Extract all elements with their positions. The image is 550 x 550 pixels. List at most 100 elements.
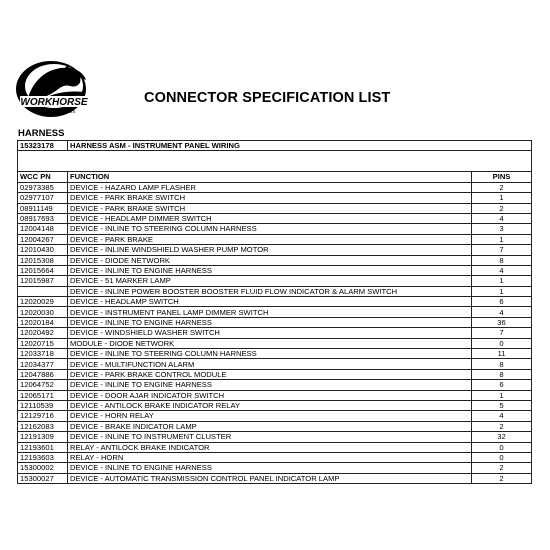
- cell-part-number: 12047886: [17, 368, 68, 381]
- cell-pins: 4: [470, 410, 533, 422]
- cell-pins: 0: [470, 451, 533, 464]
- cell-pins: 2: [470, 472, 533, 485]
- cell-part-number: 12065171: [17, 389, 68, 402]
- cell-part-number: 08911149: [17, 202, 68, 214]
- cell-function: RELAY - HORN: [67, 451, 472, 464]
- logo-subtext: CUSTOM CHASSIS: [32, 109, 75, 115]
- cell-function: DEVICE - INLINE TO ENGINE HARNESS: [67, 264, 472, 277]
- cell-pins: 2: [470, 202, 533, 214]
- cell-function: RELAY - ANTILOCK BRAKE INDICATOR: [67, 441, 472, 453]
- cell-function: DEVICE - AUTOMATIC TRANSMISSION CONTROL …: [67, 472, 472, 485]
- cell-pins: 1: [470, 233, 533, 246]
- cell-function: DEVICE - MULTIFUNCTION ALARM: [67, 358, 472, 370]
- column-header-pn: WCC PN: [17, 171, 68, 183]
- cell-pins: 6: [470, 379, 533, 391]
- connector-table: 15323178 HARNESS ASM - INSTRUMENT PANEL …: [16, 139, 533, 485]
- cell-function: DEVICE - INLINE TO ENGINE HARNESS: [67, 462, 472, 474]
- cell-function: DEVICE - BRAKE INDICATOR LAMP: [67, 420, 472, 433]
- cell-function: DEVICE - DIODE NETWORK: [67, 254, 472, 266]
- cell-part-number: 12033718: [17, 348, 68, 360]
- cell-function: DEVICE - WINDSHIELD WASHER SWITCH: [67, 327, 472, 339]
- cell-pins: 5: [470, 399, 533, 412]
- workhorse-logo: WORKHORSE CUSTOM CHASSIS: [16, 61, 88, 117]
- cell-part-number: 12020029: [17, 296, 68, 308]
- cell-function: MODULE - DIODE NETWORK: [67, 337, 472, 350]
- cell-function: DEVICE - INLINE TO STEERING COLUMN HARNE…: [67, 348, 472, 360]
- spacer-row: [16, 150, 533, 173]
- cell-function: DEVICE - INSTRUMENT PANEL LAMP DIMMER SW…: [67, 306, 472, 318]
- logo-wordmark: WORKHORSE: [20, 97, 88, 108]
- cell-pins: 4: [470, 212, 533, 225]
- cell-part-number: 12004267: [17, 233, 68, 246]
- cell-pins: 4: [470, 264, 533, 277]
- cell-part-number: 02977107: [17, 192, 68, 204]
- cell-pins: 32: [470, 431, 533, 443]
- cell-part-number: 12034377: [17, 358, 68, 370]
- cell-pins: 8: [470, 254, 533, 266]
- cell-function: DEVICE - PARK BRAKE SWITCH: [67, 202, 472, 214]
- cell-pins: 3: [470, 223, 533, 235]
- cell-pins: 1: [470, 285, 533, 298]
- cell-part-number: 12110539: [17, 399, 68, 412]
- harness-row: 15323178 HARNESS ASM - INSTRUMENT PANEL …: [17, 139, 533, 152]
- cell-part-number: 15300027: [17, 472, 68, 485]
- cell-function: DEVICE - PARK BRAKE: [67, 233, 472, 246]
- cell-part-number: 12015987: [17, 275, 68, 287]
- cell-function: DEVICE - 51 MARKER LAMP: [67, 275, 472, 287]
- cell-pins: 6: [470, 296, 533, 308]
- cell-pins: 2: [470, 420, 533, 433]
- cell-function: DEVICE - HORN RELAY: [67, 410, 472, 422]
- cell-pins: 1: [470, 192, 533, 204]
- cell-function: DEVICE - INLINE WINDSHIELD WASHER PUMP M…: [67, 244, 472, 256]
- harness-part-number: 15323178: [17, 139, 68, 152]
- cell-pins: 8: [470, 358, 533, 370]
- cell-function: DEVICE - INLINE TO ENGINE HARNESS: [67, 316, 472, 329]
- cell-part-number: 12020492: [17, 327, 68, 339]
- column-header-pins: PINS: [470, 171, 533, 183]
- cell-function: DEVICE - ANTILOCK BRAKE INDICATOR RELAY: [67, 399, 472, 412]
- cell-part-number: 12004148: [17, 223, 68, 235]
- cell-part-number: 12010430: [17, 244, 68, 256]
- cell-part-number: 12193603: [17, 451, 68, 464]
- cell-part-number: 12015308: [17, 254, 68, 266]
- cell-function: DEVICE - INLINE TO STEERING COLUMN HARNE…: [67, 223, 472, 235]
- cell-part-number: 15300002: [17, 462, 68, 474]
- cell-part-number: 12129716: [17, 410, 68, 422]
- cell-part-number: 12020715: [17, 337, 68, 350]
- cell-function: DEVICE - INLINE TO ENGINE HARNESS: [67, 379, 472, 391]
- cell-pins: 1: [470, 389, 533, 402]
- cell-pins: 1: [470, 275, 533, 287]
- cell-function: DEVICE - PARK BRAKE SWITCH: [67, 192, 472, 204]
- cell-pins: 0: [470, 337, 533, 350]
- page-title: CONNECTOR SPECIFICATION LIST: [144, 90, 391, 106]
- cell-pins: 0: [470, 441, 533, 453]
- cell-function: DEVICE - INLINE POWER BOOSTER BOOSTER FL…: [67, 285, 472, 298]
- cell-part-number: 02973385: [17, 181, 68, 194]
- cell-pins: 7: [470, 327, 533, 339]
- cell-part-number: 12191309: [17, 431, 68, 443]
- cell-part-number: 12020184: [17, 316, 68, 329]
- cell-pins: 36: [470, 316, 533, 329]
- cell-function: DEVICE - INLINE TO INSTRUMENT CLUSTER: [67, 431, 472, 443]
